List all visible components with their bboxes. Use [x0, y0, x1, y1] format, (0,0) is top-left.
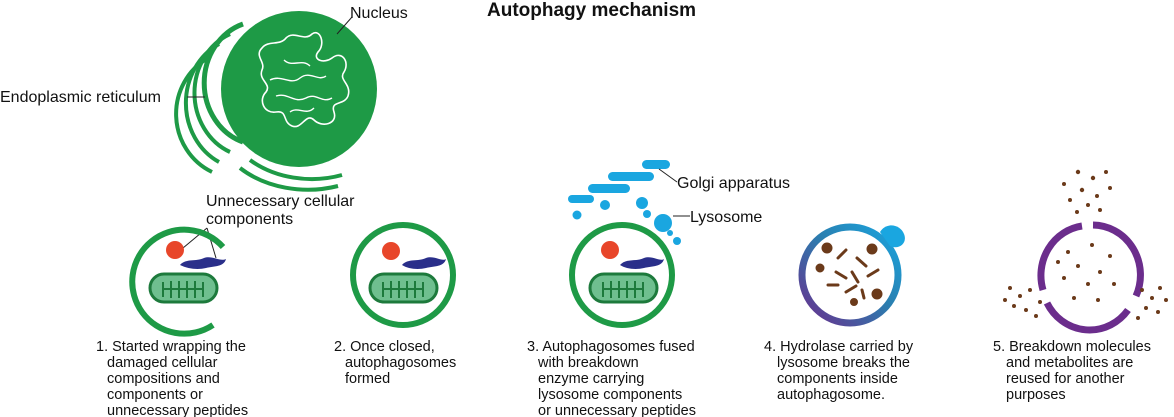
step3-fusion [569, 214, 681, 328]
nucleus-label: Nucleus [350, 5, 408, 22]
lysosome [654, 214, 672, 232]
unnecessary-component-red [382, 242, 400, 260]
autophagosome-membrane [350, 222, 456, 328]
nucleus-cell [174, 11, 377, 192]
autolysosome-membrane [798, 223, 902, 327]
er-membrane-3 [183, 42, 220, 164]
nucleus-pointer [336, 16, 353, 35]
membrane-segment-bottom [1043, 301, 1131, 334]
lysosome-vesicle [667, 230, 673, 236]
golgi-pointer [658, 168, 678, 183]
er-membrane-4 [174, 56, 213, 174]
unnecessary-peptide [402, 257, 446, 269]
step1-phagophore [129, 226, 226, 337]
fragments [815, 242, 883, 306]
er-membrane-6 [238, 166, 339, 192]
phagophore-membrane [129, 226, 226, 337]
lysosome-label: Lysosome [690, 209, 762, 226]
unnecessary-label-line1: Unnecessary cellular [206, 193, 355, 210]
nucleus [221, 11, 377, 167]
step3-caption: 3. Autophagosomes fused with breakdown e… [527, 339, 699, 417]
lysosome-vesicle [673, 237, 681, 245]
autophagosome-membrane [569, 222, 675, 328]
step4-autolysosome [798, 223, 905, 327]
step2-caption: 2. Once closed, autophagosomes formed [334, 339, 460, 387]
unnecessary-peptide [620, 257, 664, 269]
membrane-segment-left [1037, 222, 1083, 291]
released-molecules [1003, 169, 1168, 320]
chromatin-inner [269, 59, 333, 113]
step1-caption: 1. Started wrapping the damaged cellular… [96, 339, 250, 417]
mitochondrion [148, 272, 219, 304]
chromatin [258, 31, 350, 128]
diagram-title: Autophagy mechanism [487, 0, 696, 21]
unnecessary-peptide [180, 257, 226, 269]
mitochondrion [368, 272, 439, 304]
er-label: Endoplasmic reticulum [0, 89, 161, 106]
golgi-label: Golgi apparatus [677, 175, 790, 192]
step4-caption: 4. Hydrolase carried by lysosome breaks … [764, 339, 917, 403]
golgi-apparatus [568, 160, 670, 220]
step2-autophagosome [350, 222, 456, 328]
step5-release [1003, 169, 1168, 334]
membrane-segment-right [1092, 221, 1144, 298]
unnecessary-label-line2: components [206, 211, 293, 228]
unnecessary-component-red [601, 241, 619, 259]
er-membrane-5 [248, 158, 343, 182]
fused-lysosome [880, 225, 905, 248]
unnecessary-component-red [166, 241, 184, 259]
mitochondrion [588, 272, 659, 304]
step5-caption: 5. Breakdown molecules and metabolites a… [993, 339, 1155, 403]
step-captions: 1. Started wrapping the damaged cellular… [96, 339, 1155, 417]
